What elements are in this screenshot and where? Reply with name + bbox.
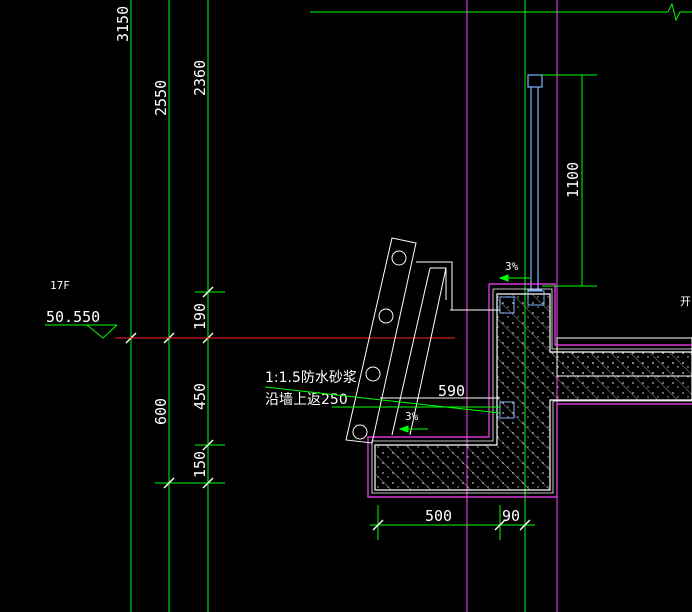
bottom-dimension-ticks — [372, 519, 531, 531]
dim-2550: 2550 — [152, 80, 170, 116]
magenta-axis-lines — [466, 0, 558, 612]
dim-190: 190 — [191, 303, 209, 330]
slope-lower-arrow — [398, 425, 428, 433]
waterproof-inner — [371, 288, 692, 494]
dim-600: 600 — [152, 398, 170, 425]
dim-450: 450 — [191, 383, 209, 410]
edge-label: 开 — [680, 295, 691, 308]
dim-150: 150 — [191, 451, 209, 478]
dim-3150: 3150 — [114, 6, 132, 42]
dim-2360: 2360 — [191, 60, 209, 96]
top-line — [310, 2, 692, 22]
note-leader — [264, 386, 501, 414]
dim-90: 90 — [502, 507, 520, 525]
railing — [527, 74, 543, 291]
slope-upper-label: 3% — [505, 260, 519, 273]
ac-louver — [345, 237, 500, 444]
note-line-1: 1:1.5防水砂浆 — [265, 370, 357, 386]
slope-lower-label: 3% — [405, 410, 419, 423]
dim-1100: 1100 — [564, 162, 582, 198]
bottom-dimension — [370, 505, 535, 540]
level-marker: 17F 50.550 — [45, 279, 118, 339]
concrete-structure — [374, 293, 692, 491]
waterproof-layer — [367, 283, 692, 498]
floor-label: 17F — [50, 279, 70, 292]
anchor-clips — [499, 290, 545, 419]
elevation-label: 50.550 — [46, 308, 100, 326]
railing-dimension — [542, 74, 597, 287]
note-line-2: 沿墙上返250 — [265, 392, 348, 408]
slope-upper-arrow — [498, 274, 530, 282]
dim-500: 500 — [425, 507, 452, 525]
dim-590: 590 — [438, 382, 465, 400]
